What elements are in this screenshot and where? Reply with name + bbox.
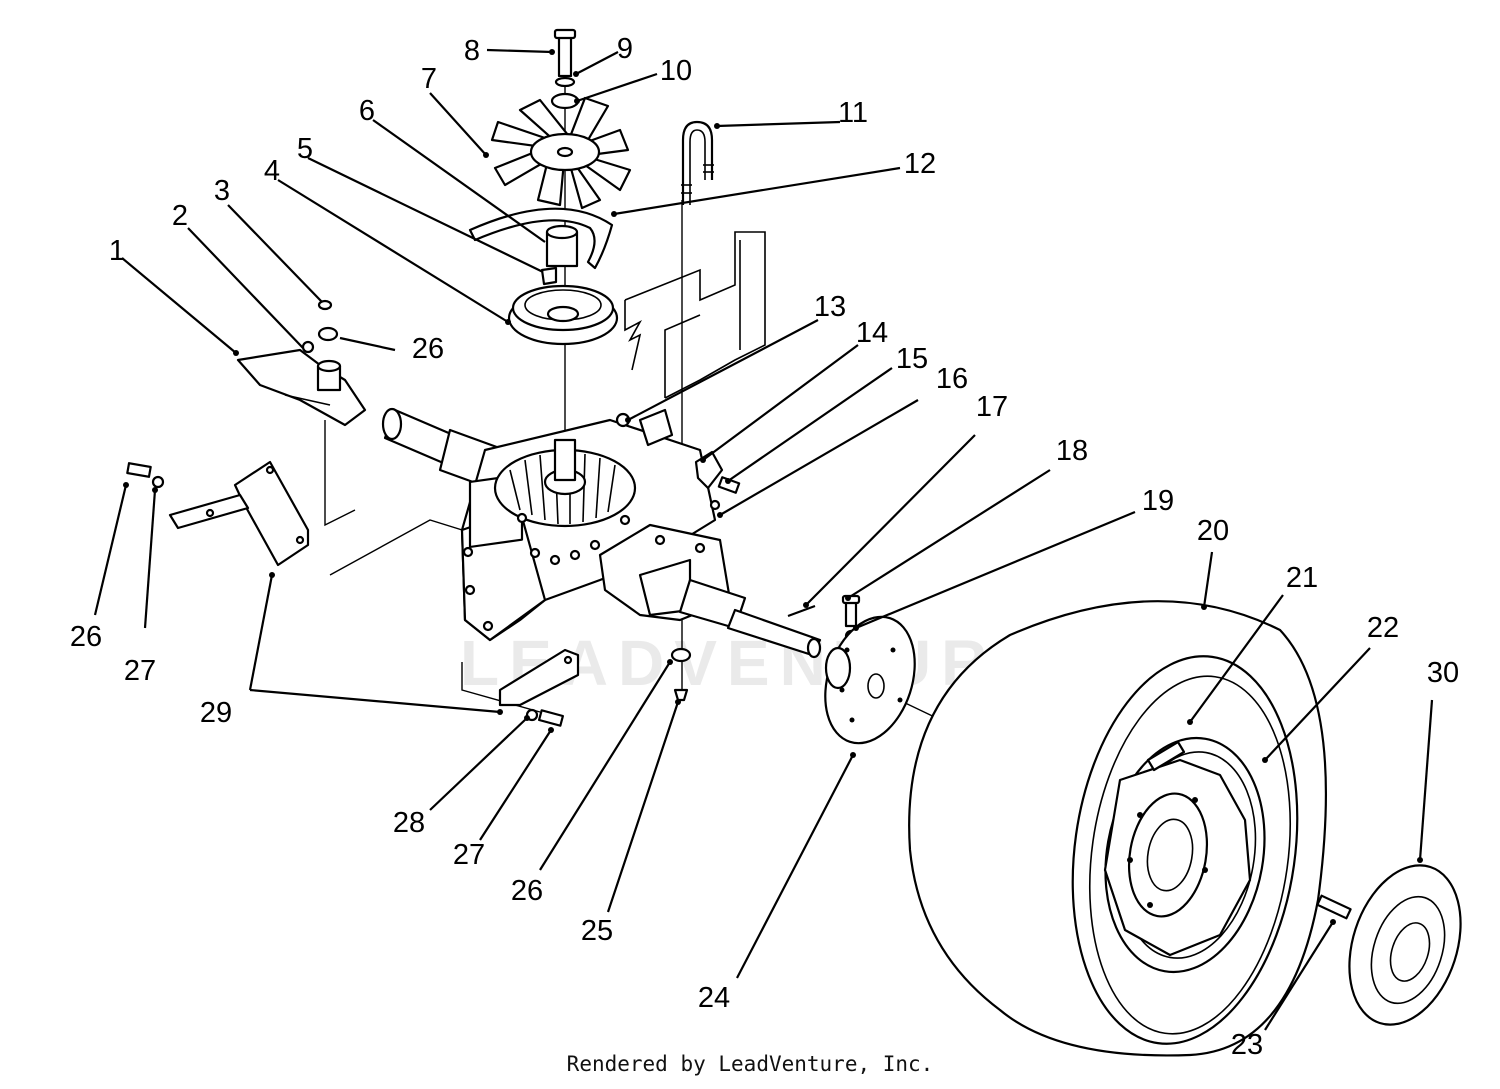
control-arm bbox=[638, 408, 674, 447]
callout-14: 14 bbox=[856, 317, 888, 349]
lower-mount-bracket bbox=[498, 648, 580, 707]
lock-washer bbox=[554, 76, 576, 88]
callout-11: 11 bbox=[838, 97, 868, 129]
callout-12: 12 bbox=[904, 148, 936, 180]
fan-bolt bbox=[553, 28, 577, 78]
callout-labels: 8 9 10 7 11 6 12 5 4 3 2 1 26 13 14 15 1… bbox=[70, 33, 1459, 1061]
callout-29: 29 bbox=[200, 697, 232, 729]
callout-19: 19 bbox=[1142, 485, 1174, 517]
callout-22: 22 bbox=[1367, 612, 1399, 644]
wheel-hub bbox=[824, 615, 916, 745]
callout-8: 8 bbox=[464, 35, 480, 67]
callout-16: 16 bbox=[936, 363, 968, 395]
nut-small bbox=[301, 340, 315, 354]
cooling-fan bbox=[490, 96, 632, 210]
callout-27-bottom: 27 bbox=[453, 839, 485, 871]
pulley-key bbox=[540, 266, 558, 286]
leader-lines bbox=[93, 48, 1434, 1031]
control-bracket bbox=[236, 348, 367, 427]
wheel-bolt bbox=[1316, 894, 1352, 920]
leader-dots bbox=[123, 49, 1423, 925]
callout-3: 3 bbox=[214, 175, 230, 207]
right-axle bbox=[678, 578, 822, 659]
callout-6: 6 bbox=[359, 95, 375, 127]
callout-10: 10 bbox=[660, 55, 692, 87]
callout-26-top: 26 bbox=[412, 333, 444, 365]
callout-9: 9 bbox=[617, 33, 633, 65]
hub-cap bbox=[1348, 864, 1462, 1026]
bolt-left bbox=[126, 462, 152, 478]
nut-top bbox=[317, 299, 333, 311]
callout-28: 28 bbox=[393, 807, 425, 839]
callout-27-left: 26 bbox=[70, 621, 102, 653]
pulley-spacer bbox=[545, 224, 579, 268]
washer-top bbox=[317, 326, 339, 342]
callout-18: 18 bbox=[1056, 435, 1088, 467]
callout-2: 2 bbox=[172, 200, 188, 232]
callout-5: 5 bbox=[297, 133, 313, 165]
callout-13: 13 bbox=[814, 291, 846, 323]
callout-26-bottom: 26 bbox=[511, 875, 543, 907]
callout-17: 17 bbox=[976, 391, 1008, 423]
washer-left bbox=[151, 475, 165, 489]
callout-4: 4 bbox=[264, 155, 280, 187]
footer-credit: Rendered by LeadVenture, Inc. bbox=[566, 1052, 934, 1076]
left-mount-bracket bbox=[168, 460, 310, 567]
rear-tire bbox=[908, 600, 1328, 1057]
callout-15: 15 bbox=[896, 343, 928, 375]
axle-key bbox=[787, 604, 816, 618]
frame-bracket-outline bbox=[624, 231, 766, 399]
callout-30: 30 bbox=[1427, 657, 1459, 689]
callout-7: 7 bbox=[421, 63, 437, 95]
bolt-lower bbox=[537, 709, 565, 727]
u-bolt bbox=[681, 120, 714, 205]
belt-guard bbox=[468, 207, 614, 270]
callout-23: 23 bbox=[1231, 1029, 1263, 1061]
washer-bottom bbox=[670, 647, 692, 663]
hydrostatic-transaxle bbox=[460, 418, 732, 642]
callout-1: 1 bbox=[109, 235, 125, 267]
callout-25: 25 bbox=[581, 915, 613, 947]
hub-bolt bbox=[841, 594, 861, 628]
callout-21: 21 bbox=[1286, 562, 1318, 594]
drive-pulley bbox=[507, 284, 619, 346]
retainer-bottom bbox=[673, 688, 689, 702]
callout-24: 24 bbox=[698, 982, 730, 1014]
callout-20: 20 bbox=[1197, 515, 1229, 547]
valve-stem bbox=[1146, 740, 1186, 772]
callout-26-left: 27 bbox=[124, 655, 156, 687]
